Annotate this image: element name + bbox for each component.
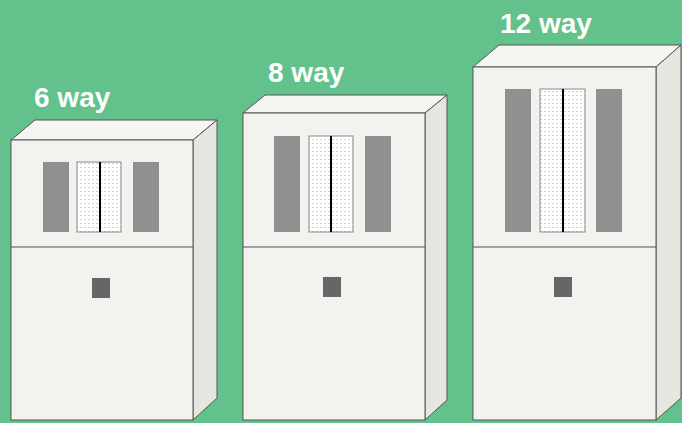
size-label: 6 way [34, 84, 110, 112]
size-label: 8 way [268, 59, 344, 87]
cabinet-8-way [243, 95, 447, 420]
cabinet-6-way [11, 120, 217, 420]
cabinet-12-way [473, 45, 681, 420]
size-label: 12 way [500, 10, 592, 38]
